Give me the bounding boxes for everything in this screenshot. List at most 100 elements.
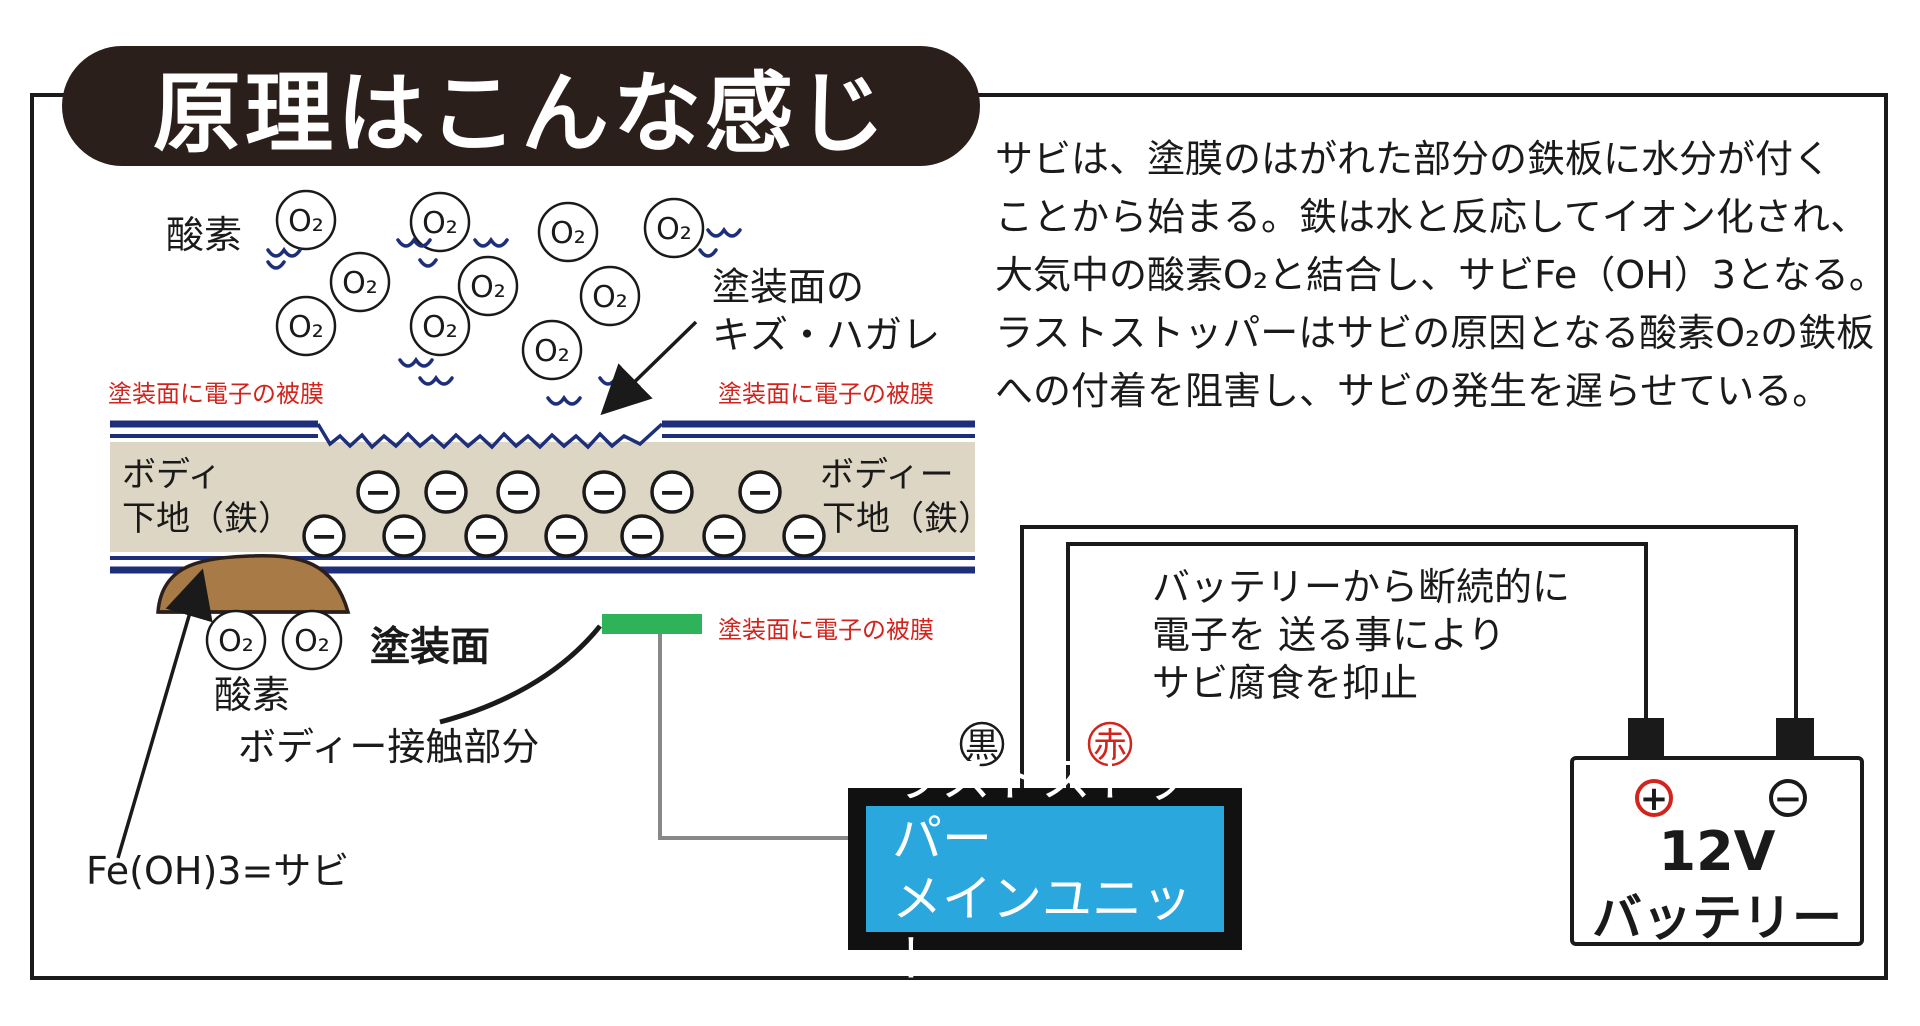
oxygen-molecule: O₂ <box>457 255 519 317</box>
electron: − <box>702 514 746 558</box>
description-line: ことから始まる。鉄は水と反応してイオン化され、 <box>995 195 1869 239</box>
oxygen-molecule-label: O₂ <box>534 334 570 369</box>
oxygen-molecule-label: O₂ <box>422 310 458 345</box>
electron: − <box>544 514 588 558</box>
body-steel-band <box>110 442 975 552</box>
explain-line1: バッテリーから断続的に <box>1152 565 1570 609</box>
red-marker-circle <box>1087 721 1133 767</box>
minus-icon: − <box>1774 779 1803 819</box>
top-film-lines <box>110 420 975 438</box>
oxygen-molecule-label: O₂ <box>470 270 506 305</box>
oxygen-molecule: O₂ <box>521 319 583 381</box>
description-line: への付着を阻害し、サビの発生を遅らせている。 <box>995 369 1831 413</box>
electrons: −−−−−−−−−−−−− <box>302 470 826 558</box>
electron-symbol: − <box>473 517 500 555</box>
description-line: 大気中の酸素O₂と結合し、サビFe（OH）3となる。 <box>995 253 1887 297</box>
electron-symbol: − <box>591 473 618 511</box>
oxygen-molecule: O₂ <box>409 295 471 357</box>
electron: − <box>464 514 508 558</box>
plus-icon: + <box>1640 779 1669 819</box>
black-wire <box>1020 525 1798 788</box>
body-right-line1: ボディー <box>820 455 954 495</box>
explain-line2: 電子を 送る事により <box>1152 613 1505 657</box>
oxygen-molecule-label: O₂ <box>422 206 458 241</box>
oxygen-molecule: O₂ <box>281 609 343 671</box>
electron: − <box>650 470 694 514</box>
page-title: 原理はこんな感じ <box>152 61 889 165</box>
rust-stopper-unit: ラストストッパー メインユニット <box>848 750 1242 988</box>
battery-voltage: 12V <box>1658 820 1776 883</box>
oxygen-molecule-label: O₂ <box>288 310 324 345</box>
electron: − <box>782 514 826 558</box>
oxygen-molecule: O₂ <box>537 201 599 263</box>
oxygen-label-top: 酸素 <box>166 213 242 257</box>
oxygen-label-bottom: 酸素 <box>214 673 290 717</box>
painted-surface-label: 塗装面 <box>370 624 490 670</box>
title-banner: 原理はこんな感じ <box>62 46 980 166</box>
oxygen-molecule: O₂ <box>409 191 471 253</box>
battery-12v: + − 12V バッテリー <box>1570 756 1864 947</box>
explain-line3: サビ腐食を抑止 <box>1152 661 1418 705</box>
scratch-surface <box>316 422 664 450</box>
oxygen-molecule: O₂ <box>643 197 705 259</box>
scratch-label-line2: キズ・ハガレ <box>712 313 940 357</box>
electron-symbol: − <box>553 517 580 555</box>
black-marker-circle <box>959 721 1005 767</box>
electron: − <box>496 470 540 514</box>
electron: − <box>738 470 782 514</box>
oxygen-molecule-label: O₂ <box>342 266 378 301</box>
description-line: ラストストッパーはサビの原因となる酸素O₂の鉄板 <box>995 311 1875 355</box>
electron-symbol: − <box>629 517 656 555</box>
ground-wire <box>658 634 848 840</box>
electron-symbol: − <box>433 473 460 511</box>
film-label-bottom: 塗装面に電子の被膜 <box>718 616 934 644</box>
electron: − <box>356 470 400 514</box>
body-left-line1: ボディ <box>122 455 222 495</box>
scratch-label-line1: 塗装面の <box>712 265 864 309</box>
description-line: サビは、塗膜のはがれた部分の鉄板に水分が付く <box>995 137 1832 181</box>
scratch-arrow <box>600 320 698 416</box>
electron: − <box>620 514 664 558</box>
rust-stopper-unit-label: ラストストッパー メインユニット <box>866 750 1224 988</box>
oxygen-molecule: O₂ <box>329 251 391 313</box>
unit-name-line2: メインユニット <box>892 870 1192 988</box>
electron-symbol: − <box>311 517 338 555</box>
oxygen-molecule-label: O₂ <box>550 216 586 251</box>
oxygen-molecule-label: O₂ <box>592 280 628 315</box>
oxygen-molecule: O₂ <box>275 295 337 357</box>
oxygen-molecule-label: O₂ <box>656 212 692 247</box>
electron-symbol: − <box>791 517 818 555</box>
unit-name-line1: ラストストッパー <box>892 750 1191 868</box>
oxygen-molecule-label: O₂ <box>288 204 324 239</box>
contact-label: ボディー接触部分 <box>238 725 539 769</box>
oxygen-molecule: O₂ <box>205 609 267 671</box>
black-marker-label: 黒 <box>965 726 999 766</box>
battery-terminal-negative <box>1776 718 1814 758</box>
body-left-line2: 下地（鉄） <box>122 499 292 539</box>
electron: − <box>382 514 426 558</box>
red-marker-label: 赤 <box>1093 726 1127 766</box>
rust-arrow <box>116 568 213 859</box>
battery-name: バッテリー <box>1592 889 1842 947</box>
water-squiggles <box>266 226 742 406</box>
contact-leader <box>439 624 602 725</box>
electron: − <box>582 470 626 514</box>
body-right-line2: 下地（鉄） <box>822 499 992 539</box>
electron: − <box>424 470 468 514</box>
description-text: サビは、塗膜のはがれた部分の鉄板に水分が付く ことから始まる。鉄は水と反応してイ… <box>995 130 1887 420</box>
electron-symbol: − <box>747 473 774 511</box>
oxygen-molecule-label: O₂ <box>218 624 254 659</box>
battery-terminal-positive <box>1628 718 1664 758</box>
rust-label: Fe(OH)3=サビ <box>86 849 349 893</box>
electron-symbol: − <box>659 473 686 511</box>
oxygen-molecule-label: O₂ <box>294 624 330 659</box>
contact-pad <box>602 614 702 634</box>
electron-symbol: − <box>391 517 418 555</box>
electron-symbol: − <box>505 473 532 511</box>
rust-lump <box>156 553 351 614</box>
electron: − <box>302 514 346 558</box>
battery-polarity: + − <box>1635 779 1807 819</box>
plus-circle <box>1635 779 1673 817</box>
